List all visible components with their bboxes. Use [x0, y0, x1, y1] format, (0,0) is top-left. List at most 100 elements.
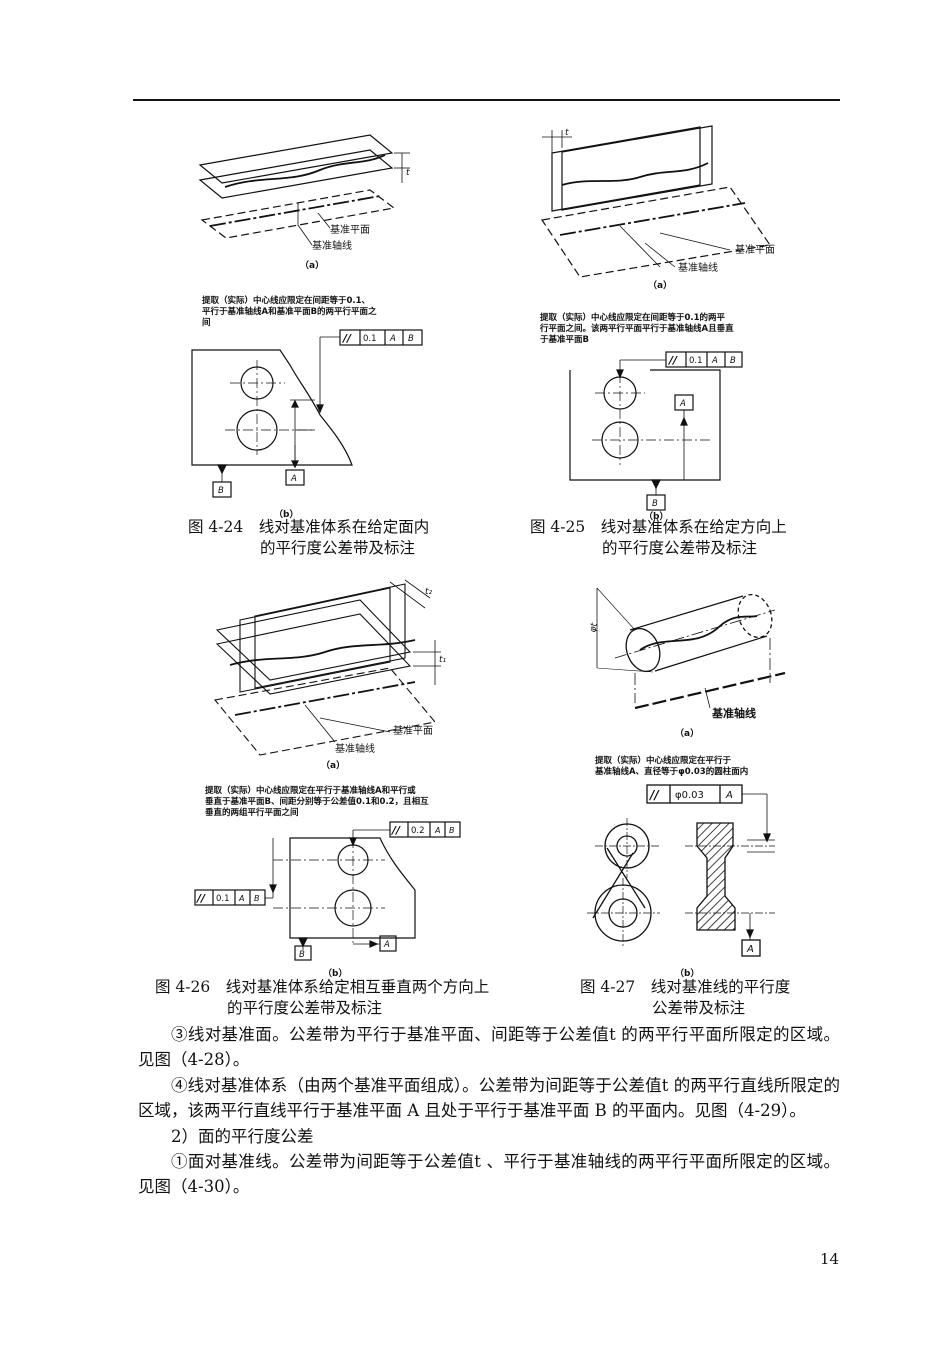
frame-datum: A — [238, 894, 244, 903]
tolerance-frame — [339, 329, 423, 346]
tolerance-frame-left — [194, 889, 266, 906]
note-line: 行平面之间。该两平行平面平行于基准轴线A且垂直 — [539, 323, 734, 334]
t-label: t — [406, 168, 410, 178]
datum-axis-label: 基准轴线 — [335, 742, 375, 755]
frame-symbol: // — [390, 824, 401, 837]
caption-4-25: 图 4-25 线对基准体系在给定方向上 的平行度公差带及标注 — [530, 517, 787, 559]
part-outline — [191, 349, 353, 466]
sub-label-a: （a） — [675, 728, 699, 739]
frame-datum: B — [449, 826, 455, 835]
frame-datum: B — [254, 894, 260, 903]
caption-line: 图 4-27 线对基准线的平行度 — [580, 978, 791, 996]
cylinder-end-left — [625, 627, 661, 673]
paragraph: ①面对基准线。公差带为间距等于公差值t 、平行于基准轴线的两平行平面所限定的区域… — [138, 1152, 840, 1197]
link-plan-view — [592, 847, 646, 919]
note-line: 垂直于基准平面B、间距分别等于公差值0.1和0.2，且相互 — [205, 796, 429, 807]
caption-line: 公差带及标注 — [652, 999, 746, 1017]
sub-label-a: （a） — [321, 760, 345, 771]
frame-value: φ0.03 — [675, 790, 704, 801]
frame-symbol: // — [195, 892, 206, 905]
centerline-curve — [224, 154, 386, 188]
note-line: 于基准平面B — [540, 334, 589, 345]
datum-a-box — [285, 469, 305, 486]
frame-symbol: // — [667, 354, 678, 367]
tolerance-plane-back — [561, 125, 713, 211]
sub-label-a: （a） — [648, 280, 672, 291]
sub-label-b: （b） — [323, 968, 347, 979]
datum-plane — [540, 186, 772, 278]
datum-axis-label: 基准轴线 — [312, 239, 352, 252]
sub-label-b: （b） — [274, 509, 298, 520]
note-line: 提取（实际）中心线应限定在平行于基准轴线A和平行或 — [205, 785, 416, 796]
datum-axis-label: 基准轴线 — [678, 261, 718, 274]
figure-4-27: φt 基准轴线 （a） 提取（实际）中心线应限定在平行于 基准轴线A、直径等于φ… — [587, 587, 786, 979]
datum-plane-label: 基准平面 — [735, 243, 775, 256]
datum-b-box — [212, 481, 232, 498]
caption-4-24: 图 4-24 线对基准体系在给定面内 的平行度公差带及标注 — [188, 517, 429, 559]
note-line: 间 — [202, 317, 211, 328]
paragraph: ③线对基准面。公差带为平行于基准平面、间距等于公差值t 的两平行平面所限定的区域… — [138, 1025, 840, 1070]
cylinder-end-right — [737, 593, 773, 639]
frame-value: 0.1 — [216, 894, 230, 904]
frame-symbol: // — [648, 788, 660, 802]
datum-a-label: A — [746, 944, 754, 955]
caption-line: 图 4-26 线对基准体系给定相互垂直两个方向上 — [155, 978, 490, 996]
datum-axis-line — [209, 195, 381, 227]
datum-a-label: A — [679, 399, 686, 409]
frame-symbol: // — [341, 332, 352, 345]
frame-value: 0.2 — [411, 826, 425, 836]
note-line: 提取（实际）中心线应限定在间距等于0.1、 — [202, 295, 370, 306]
frame-value: 0.1 — [689, 356, 703, 366]
datum-a-label: A — [383, 940, 390, 950]
tolerance-plane-bottom — [198, 149, 394, 199]
datum-b-box — [294, 945, 312, 961]
note-line: 提取（实际）中心线应限定在间距等于0.1的两平 — [540, 312, 726, 323]
datum-a-label: A — [290, 474, 297, 484]
paragraph: ④线对基准体系（由两个基准平面组成）。公差带为间距等于公差值t 的两平行直线所限… — [138, 1075, 840, 1121]
sub-label-b: （b） — [675, 968, 699, 979]
datum-b-label: B — [218, 486, 224, 496]
frame-datum: B — [408, 334, 414, 344]
caption-line: 的平行度公差带及标注 — [602, 539, 758, 557]
datum-b-label: B — [652, 499, 658, 509]
figure-4-25: t 基准平面 基准轴线 （a） 提取（实际）中心线应限定在间距等于0.1的两平 … — [539, 125, 775, 522]
datum-b-box — [646, 494, 666, 511]
centerline-curve — [229, 639, 416, 666]
datum-b-label: B — [299, 950, 305, 960]
frame-value: 0.1 — [363, 334, 377, 344]
frame-datum: A — [725, 790, 733, 801]
centerline-curve — [639, 615, 758, 651]
body-text: ③线对基准面。公差带为平行于基准平面、间距等于公差值t 的两平行平面所限定的区域… — [138, 1022, 840, 1200]
note-line: 平行于基准轴线A和基准平面B的两平行平面之 — [202, 306, 377, 317]
caption-line: 图 4-25 线对基准体系在给定方向上 — [530, 518, 787, 536]
t-label: t — [565, 128, 569, 138]
t1-label: t₁ — [439, 655, 447, 665]
datum-plane — [213, 667, 437, 756]
caption-4-26: 图 4-26 线对基准体系给定相互垂直两个方向上 的平行度公差带及标注 — [155, 977, 489, 1019]
t2-label: t₂ — [425, 587, 433, 597]
frame-datum: A — [711, 356, 718, 366]
caption-4-27: 图 4-27 线对基准线的平行度 公差带及标注 — [580, 977, 790, 1019]
datum-axis-line — [634, 671, 786, 710]
paragraph: 2）面的平行度公差 — [171, 1126, 314, 1146]
link-section-view — [696, 822, 736, 931]
centerline-curve — [561, 162, 709, 186]
sub-label-b: （b） — [644, 511, 668, 522]
frame-datum: A — [389, 334, 396, 344]
caption-line: 的平行度公差带及标注 — [260, 539, 416, 557]
phi-t-label: φt — [588, 622, 600, 634]
datum-axis-label: 基准轴线 — [711, 706, 756, 720]
caption-line: 图 4-24 线对基准体系在给定面内 — [188, 518, 430, 536]
caption-line: 的平行度公差带及标注 — [227, 999, 383, 1017]
sub-label-a: （a） — [300, 260, 324, 271]
page-number: 14 — [820, 1250, 840, 1268]
figure-4-26: t₂ t₁ 基准平面 基准轴线 （a） 提取（实际）中心线应限定在平行于基准轴线… — [194, 579, 461, 979]
part-outline — [289, 837, 416, 939]
header-rule — [133, 99, 840, 101]
note-line: 基准轴线A、直径等于φ0.03的圆柱面内 — [594, 766, 748, 777]
datum-axis-line — [559, 202, 746, 236]
part-outline — [569, 369, 721, 481]
tolerance-plane-front — [551, 126, 701, 212]
datum-a-box — [379, 935, 397, 952]
note-line: 垂直的两组平行平面之间 — [205, 807, 299, 818]
